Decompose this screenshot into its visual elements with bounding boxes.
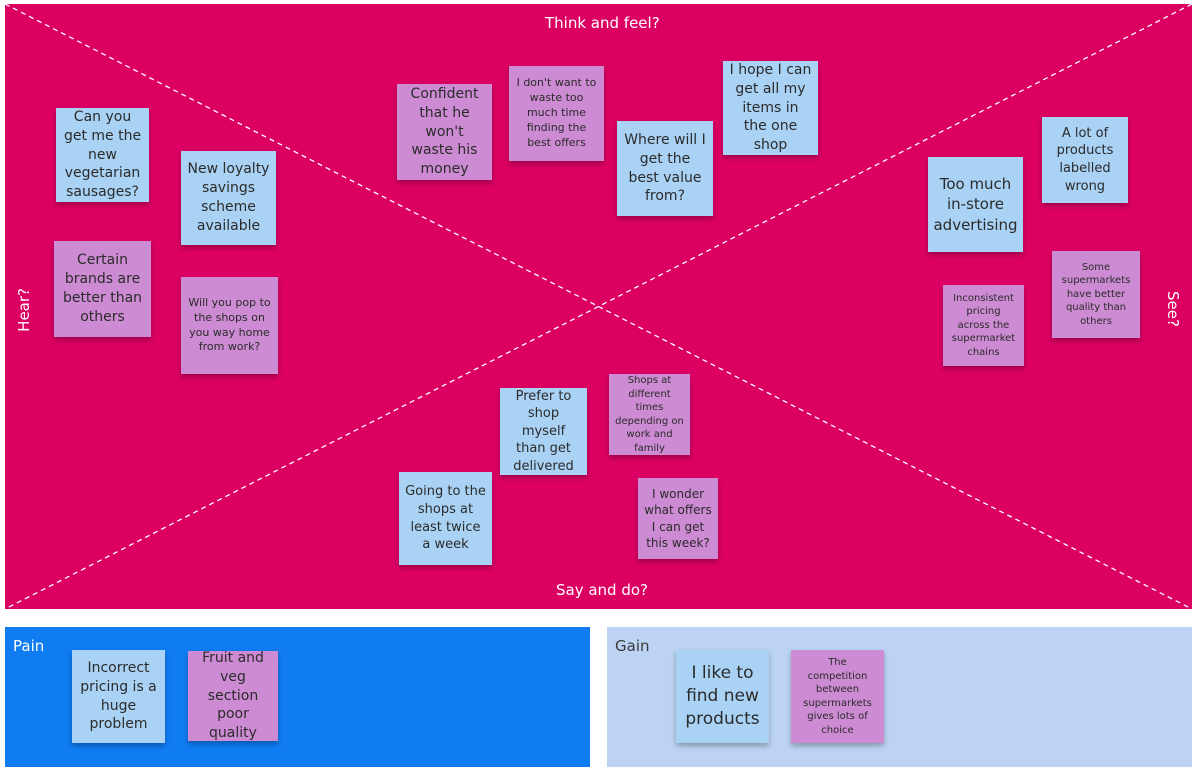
say-and-do-label: Say and do? bbox=[556, 581, 649, 599]
sticky-note[interactable]: Some supermarkets have better quality th… bbox=[1052, 251, 1140, 338]
sticky-note[interactable]: I hope I can get all my items in the one… bbox=[723, 61, 818, 155]
sticky-note[interactable]: Prefer to shop myself than get delivered bbox=[500, 388, 587, 475]
sticky-note[interactable]: I wonder what offers I can get this week… bbox=[638, 478, 718, 559]
sticky-note[interactable]: The competition between supermarkets giv… bbox=[791, 650, 884, 743]
gain-panel: Gain I like to find new products The com… bbox=[607, 627, 1192, 767]
quadrant-diagonals bbox=[5, 4, 1192, 609]
sticky-note[interactable]: Shops at different times depending on wo… bbox=[609, 374, 690, 455]
think-and-feel-label: Think and feel? bbox=[545, 14, 660, 32]
sticky-note[interactable]: A lot of products labelled wrong bbox=[1042, 117, 1128, 203]
sticky-note[interactable]: I like to find new products bbox=[676, 650, 769, 743]
sticky-note[interactable]: Where will I get the best value from? bbox=[617, 121, 713, 216]
sticky-note[interactable]: Going to the shops at least twice a week bbox=[399, 472, 492, 565]
sticky-note[interactable]: New loyalty savings scheme available bbox=[181, 151, 276, 245]
sticky-note[interactable]: Certain brands are better than others bbox=[54, 241, 151, 337]
hear-label: Hear? bbox=[15, 288, 33, 332]
sticky-note[interactable]: Too much in-store advertising bbox=[928, 157, 1023, 252]
sticky-note[interactable]: Confident that he won't waste his money bbox=[397, 84, 492, 180]
gain-title: Gain bbox=[615, 637, 650, 655]
sticky-note[interactable]: I don't want to waste too much time find… bbox=[509, 66, 604, 161]
sticky-note[interactable]: Inconsistent pricing across the supermar… bbox=[943, 285, 1024, 366]
sticky-note[interactable]: Can you get me the new vegetarian sausag… bbox=[56, 108, 149, 202]
see-label: See? bbox=[1164, 291, 1182, 327]
empathy-map-board: Think and feel? Say and do? Hear? See? C… bbox=[5, 4, 1192, 609]
sticky-note[interactable]: Will you pop to the shops on you way hom… bbox=[181, 277, 278, 374]
sticky-note[interactable]: Incorrect pricing is a huge problem bbox=[72, 650, 165, 743]
sticky-note[interactable]: Fruit and veg section poor quality bbox=[188, 650, 278, 741]
pain-title: Pain bbox=[13, 637, 45, 655]
pain-panel: Pain Incorrect pricing is a huge problem… bbox=[5, 627, 590, 767]
